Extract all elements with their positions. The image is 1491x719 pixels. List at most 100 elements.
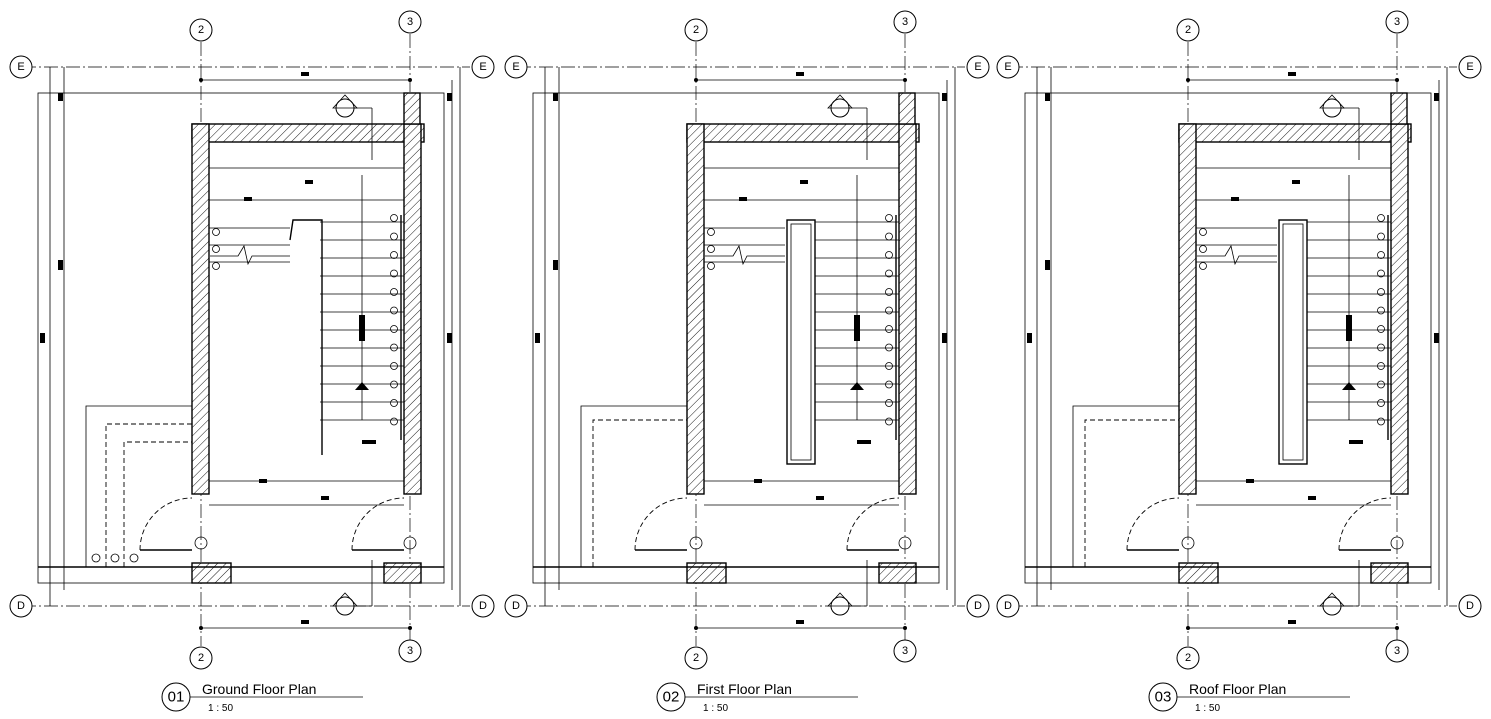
site-boundary <box>532 92 940 584</box>
dimension-tag <box>321 496 329 500</box>
grid-bubble-d-right-label: D <box>1466 600 1474 612</box>
grid-bubble-2-top <box>1176 18 1200 42</box>
door-swing-left <box>1126 497 1180 551</box>
section-marker-bottom <box>827 592 867 616</box>
door-swing-right <box>1338 497 1392 551</box>
baluster <box>212 228 220 236</box>
dim-tick <box>903 626 907 630</box>
baluster <box>1377 417 1385 426</box>
wall-right-top <box>403 92 421 125</box>
dim-tick <box>694 626 698 630</box>
wall-left <box>191 123 210 495</box>
dimension-tag <box>1288 72 1296 76</box>
column-marker <box>403 536 417 550</box>
grid-bubble-2-bottom <box>684 646 708 670</box>
plan-number: 03 <box>1155 689 1172 706</box>
grid-bubble-e-right <box>1458 55 1482 79</box>
dimension-tag <box>1231 197 1239 201</box>
baluster <box>885 214 893 222</box>
stair-well <box>1278 219 1308 465</box>
baluster <box>390 214 398 222</box>
grid-bubble-2-bottom-label: 2 <box>1185 652 1191 664</box>
dimension-tag <box>1292 180 1300 184</box>
grid-bubble-e-left-label: E <box>17 61 24 73</box>
dimension-tag <box>1246 479 1254 483</box>
grid-bubble-d-right-label: D <box>479 600 487 612</box>
wall-base-right <box>878 562 917 584</box>
baluster <box>885 399 893 407</box>
wall-right <box>403 123 422 495</box>
grid-bubble-d-left <box>9 594 33 618</box>
baluster <box>1199 228 1207 236</box>
plan-number: 02 <box>663 689 680 706</box>
grid-bubble-3-top <box>1385 10 1409 34</box>
grid-bubble-2-bottom <box>189 646 213 670</box>
section-arrow <box>1319 94 1345 109</box>
stair-well-edge <box>289 219 323 455</box>
baluster <box>1199 245 1207 253</box>
stair-well <box>786 219 816 465</box>
plan-title: Ground Floor Plan <box>202 681 316 697</box>
grid-bubble-e-right-label: E <box>1466 61 1473 73</box>
break-line <box>210 244 290 266</box>
dimension-tag <box>40 333 45 343</box>
baluster <box>707 245 715 253</box>
grid-bubble-2-bottom <box>1176 646 1200 670</box>
grid-bubble-3-bottom-label: 3 <box>902 645 908 657</box>
dimension-tag <box>244 197 252 201</box>
annex-wall <box>123 441 192 567</box>
site-boundary <box>37 92 445 584</box>
baluster <box>390 232 398 241</box>
room-tag <box>362 440 376 444</box>
baluster <box>390 325 398 333</box>
grid-bubble-3-bottom <box>398 639 422 663</box>
wall-top <box>191 123 425 143</box>
baluster <box>885 325 893 333</box>
dimension-tag <box>1027 333 1032 343</box>
grid-bubble-2-top-label: 2 <box>693 24 699 36</box>
dimension-tag <box>942 333 947 343</box>
grid-bubble-e-right-label: E <box>479 61 486 73</box>
baluster <box>390 380 398 389</box>
grid-bubble-2-top-label: 2 <box>198 24 204 36</box>
dimension-tag <box>58 93 63 101</box>
site-boundary <box>1024 92 1432 584</box>
walk-arrow <box>355 382 369 390</box>
grid-bubble-d-right <box>1458 594 1482 618</box>
grid-bubble-3-bottom <box>1385 639 1409 663</box>
grid-bubble-e-left <box>504 55 528 79</box>
baluster <box>885 362 893 370</box>
baluster <box>390 251 398 259</box>
dimension-tag <box>359 315 365 341</box>
baluster <box>212 262 220 270</box>
fixture <box>91 553 101 563</box>
baluster <box>390 399 398 407</box>
dimension-tag <box>1346 315 1352 341</box>
wall-right-top <box>1390 92 1408 125</box>
dim-tick <box>408 78 412 82</box>
dimension-tag <box>796 72 804 76</box>
annex-wall <box>592 419 687 567</box>
baluster <box>885 380 893 389</box>
grid-bubble-e-right <box>471 55 495 79</box>
annex-wall <box>1084 419 1179 567</box>
wall-right <box>1390 123 1409 495</box>
dimension-tag <box>301 620 309 624</box>
dimension-tag <box>1308 496 1316 500</box>
wall-right-top <box>898 92 916 125</box>
baluster <box>885 417 893 426</box>
dimension-tag <box>754 479 762 483</box>
dim-tick <box>1395 78 1399 82</box>
grid-bubble-d-left <box>504 594 528 618</box>
baluster <box>885 269 893 278</box>
baluster <box>390 306 398 315</box>
dim-tick <box>408 626 412 630</box>
dimension-tag <box>301 72 309 76</box>
grid-bubble-3-bottom-label: 3 <box>1394 645 1400 657</box>
grid-bubble-e-left <box>996 55 1020 79</box>
column-marker <box>194 536 208 550</box>
grid-bubble-3-top-label: 3 <box>902 16 908 28</box>
annex-wall <box>105 423 192 567</box>
